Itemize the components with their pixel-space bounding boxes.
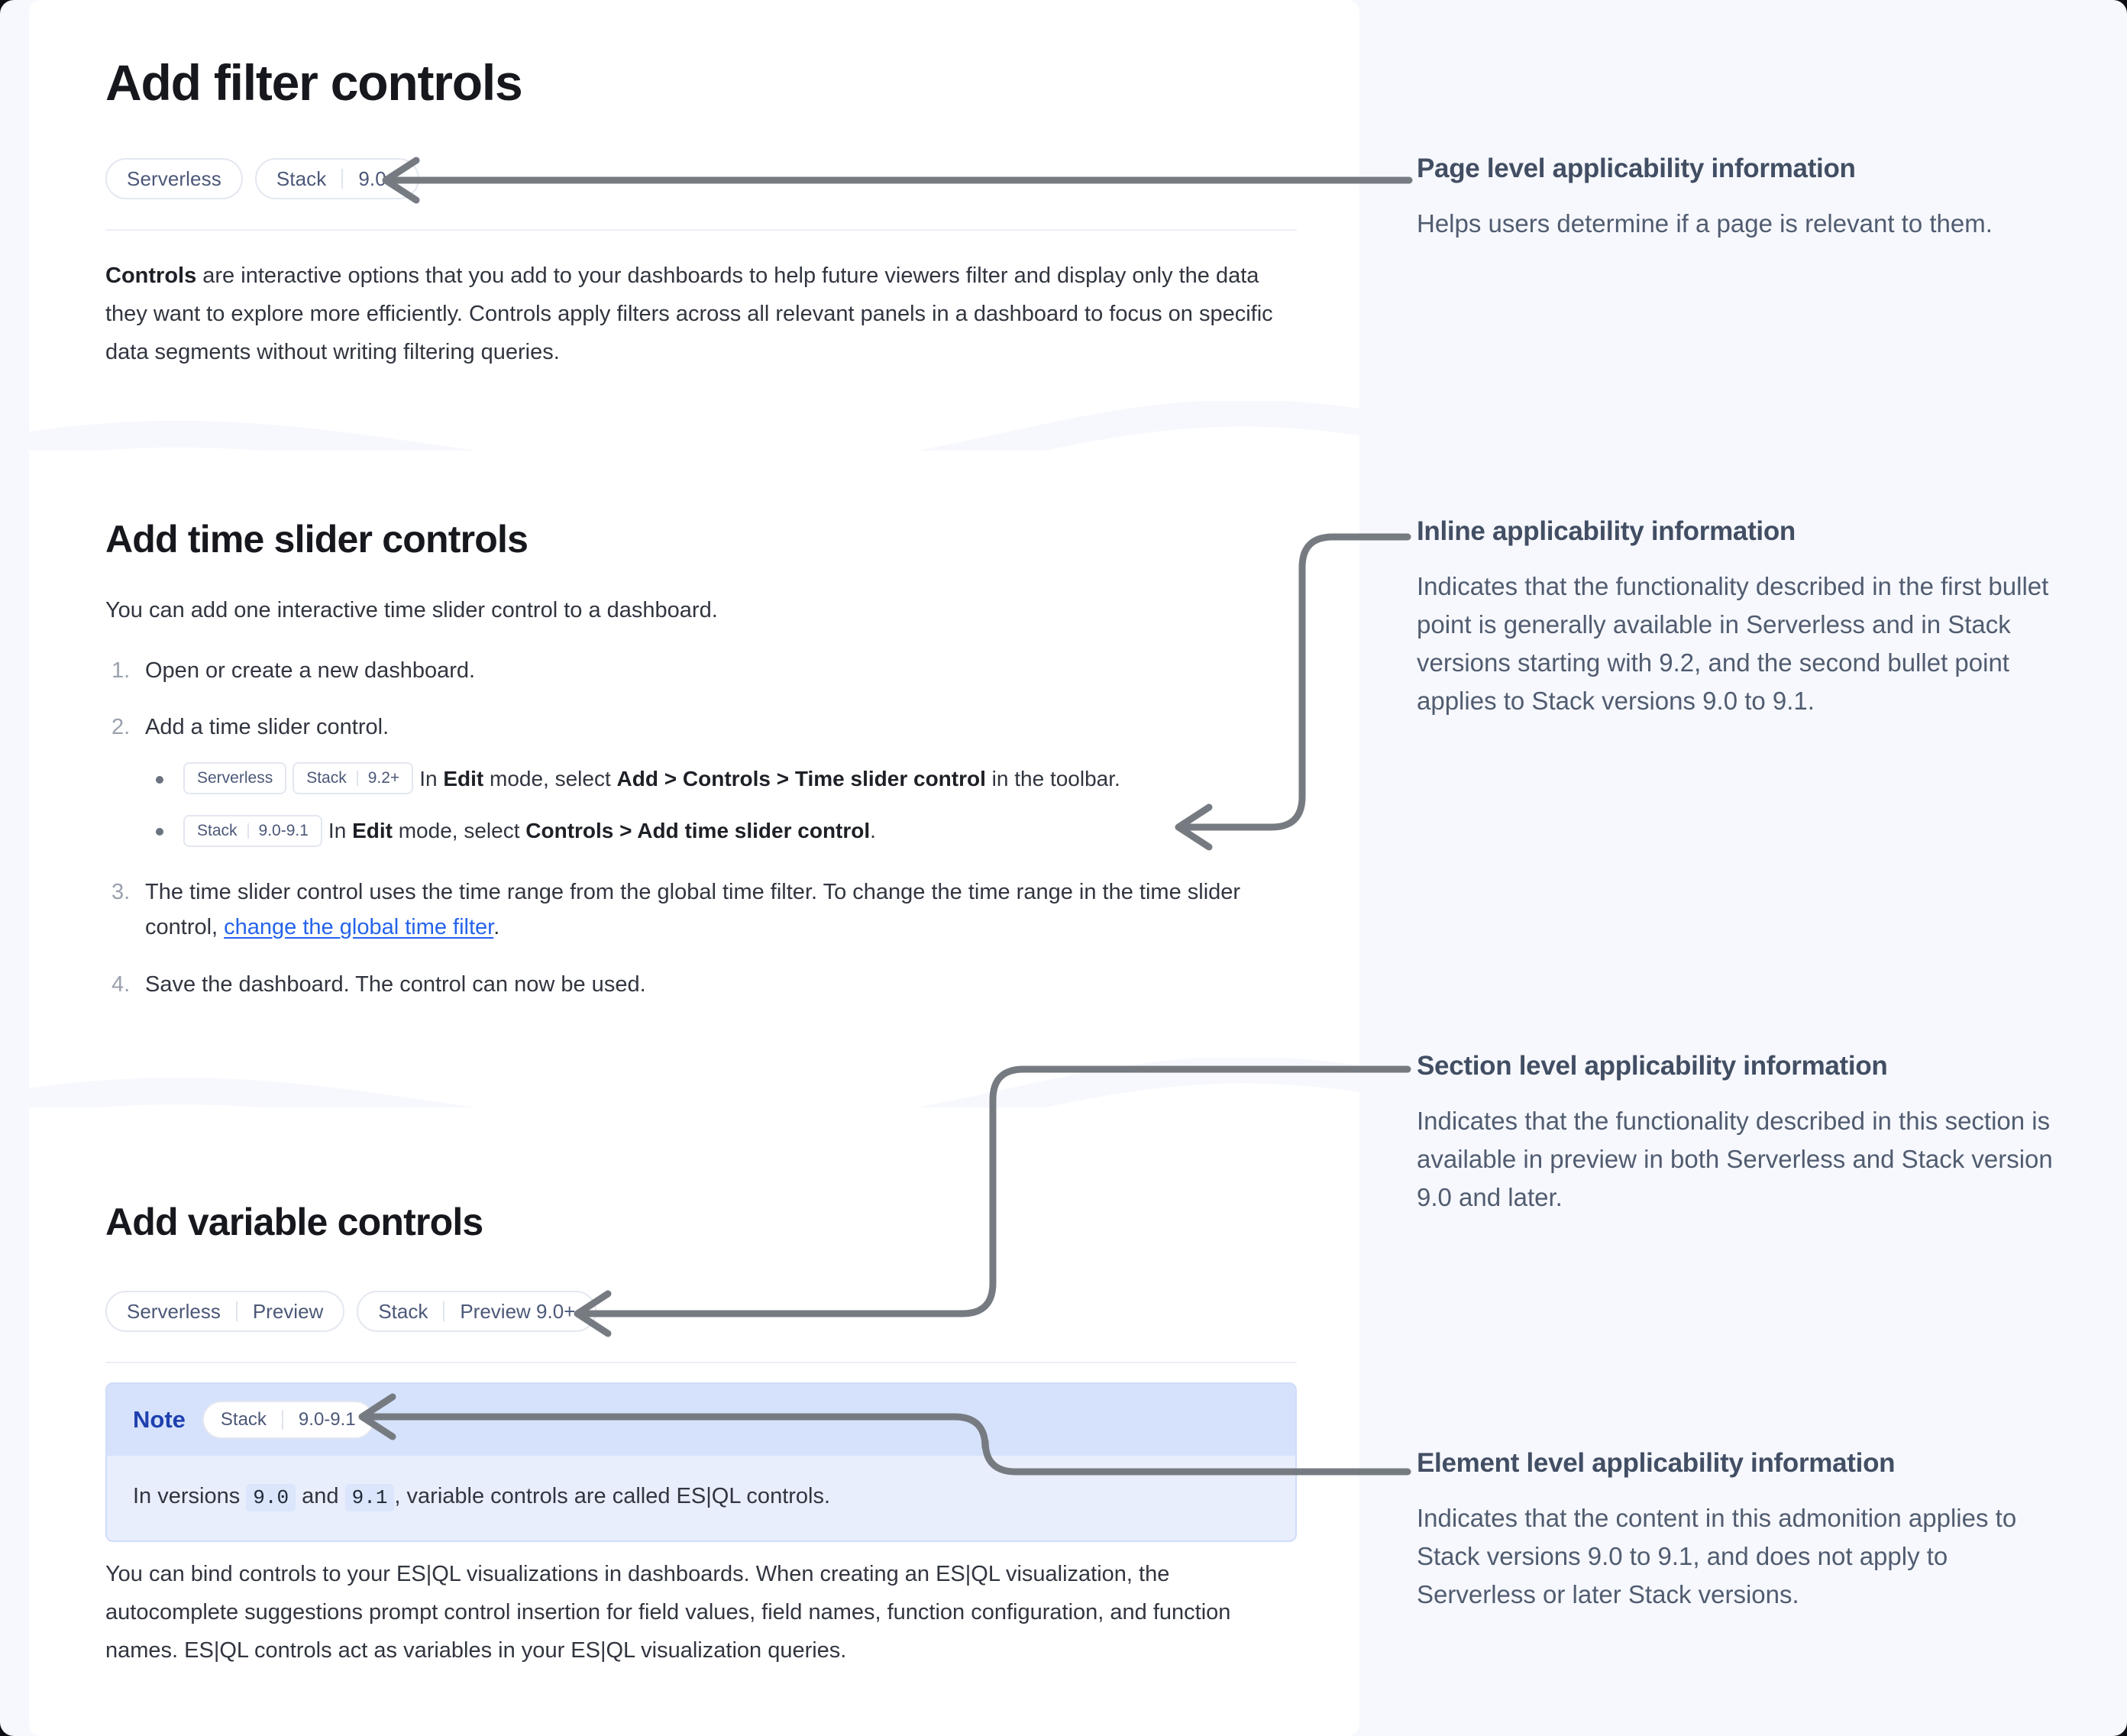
wave-divider-1 [29, 378, 1359, 477]
bullet-text-pre: In [419, 766, 444, 790]
badge-separator [356, 771, 358, 787]
note-body: In versions 9.0 and 9.1, variable contro… [107, 1456, 1295, 1540]
bullet-text-tail: in the toolbar. [985, 766, 1120, 790]
step-text: Add a time slider control. [145, 715, 390, 740]
step-text: The time slider control uses the time ra… [145, 880, 1241, 940]
annotation-heading: Element level applicability information [1417, 1448, 1896, 1478]
badge-serverless[interactable]: Serverless [105, 158, 243, 199]
annotation-body: Indicates that the functionality describ… [1417, 1107, 2053, 1212]
annotation-body: Helps users determine if a page is relev… [1417, 209, 1993, 238]
badge-serverless-preview[interactable]: Serverless Preview [105, 1291, 345, 1332]
page-header: Add filter controls [105, 55, 1297, 111]
bullet-dot-icon [156, 775, 163, 784]
list-item: 4. Save the dashboard. The control can n… [105, 967, 1285, 1002]
intro-lead-term: Controls [105, 263, 197, 288]
wave-divider-2 [29, 1035, 1359, 1134]
annotation-heading: Section level applicability information [1417, 1051, 1888, 1081]
bullet-bold-edit: Edit [352, 819, 393, 843]
note-code-9-1: 9.1 [344, 1484, 395, 1511]
list-item: 3. The time slider control uses the time… [105, 874, 1285, 946]
step-text: Save the dashboard. The control can now … [145, 971, 646, 997]
section-title-time-slider: Add time slider controls [105, 518, 529, 561]
note-text-pre: In versions [133, 1484, 247, 1508]
annotation-page-level: Page level applicability information Hel… [1417, 153, 2062, 243]
badge-separator [247, 823, 249, 839]
time-slider-intro-text: You can add one interactive time slider … [105, 598, 718, 622]
time-slider-steps: 1. Open or create a new dashboard. 2. Ad… [105, 653, 1285, 1023]
badge-stack-preview[interactable]: Stack Preview 9.0+ [357, 1291, 597, 1332]
list-item: Stack 9.0-9.1 In Edit mode, select Contr… [145, 814, 1285, 849]
annotation-body: Indicates that the content in this admon… [1417, 1504, 2017, 1609]
badge-separator [341, 169, 344, 189]
step-text: Open or create a new dashboard. [145, 658, 476, 683]
bullet-bold-path: Add > Controls > Time slider control [616, 766, 986, 790]
annotation-element-level: Element level applicability information … [1417, 1447, 2062, 1614]
badge-stack[interactable]: Stack 9.0+ [254, 158, 420, 199]
variable-controls-paragraph: You can bind controls to your ES|QL visu… [105, 1556, 1274, 1670]
note-text-post: , variable controls are called ES|QL con… [394, 1484, 831, 1508]
note-text-mid: and [296, 1484, 345, 1508]
bullet-text-tail: . [870, 819, 876, 843]
note-badge-stack[interactable]: Stack 9.0-9.1 [202, 1401, 374, 1439]
note-code-9-0: 9.0 [246, 1484, 296, 1511]
documentation-column: Add filter controls Serverless Stack 9.0… [29, 0, 1359, 1736]
list-item: Serverless Stack 9.2+ In Edit mode, sele… [145, 762, 1285, 797]
section-variable-header: Add variable controls [105, 1201, 1297, 1243]
list-item: 2. Add a time slider control. Serverless… [105, 710, 1285, 849]
intro-paragraph: Controls are interactive options that yo… [105, 257, 1285, 372]
intro-rest: are interactive options that you add to … [105, 263, 1273, 364]
annotation-section-level: Section level applicability information … [1417, 1050, 2062, 1217]
header-divider [105, 229, 1297, 231]
bullet-bold-edit: Edit [443, 766, 484, 790]
step-number: 4. [112, 971, 131, 997]
bullet-bold-path: Controls > Add time slider control [525, 819, 871, 843]
bullet-text-mid: mode, select [483, 766, 617, 790]
variable-paragraph-text: You can bind controls to your ES|QL visu… [105, 1562, 1231, 1663]
section-applicability-badges: Serverless Preview Stack Preview 9.0+ [105, 1291, 1297, 1332]
annotation-body: Indicates that the functionality describ… [1417, 572, 2049, 716]
page-title: Add filter controls [105, 54, 523, 111]
bullet-text-mid: mode, select [392, 819, 526, 843]
inline-badge-serverless[interactable]: Serverless [183, 762, 287, 795]
step-number: 1. [112, 658, 131, 683]
section-time-slider-header: Add time slider controls [105, 518, 1297, 561]
list-item: 1. Open or create a new dashboard. [105, 653, 1285, 688]
note-admonition: Note Stack 9.0-9.1 In versions 9.0 and 9… [105, 1382, 1297, 1542]
note-label: Note [133, 1406, 186, 1433]
bullet-dot-icon [156, 828, 163, 836]
step-number: 3. [112, 880, 131, 904]
badge-separator [281, 1410, 283, 1430]
inline-applicability-bullets: Serverless Stack 9.2+ In Edit mode, sele… [145, 762, 1285, 849]
step-text-tail: . [493, 915, 500, 940]
bullet-text-pre: In [328, 819, 353, 843]
badge-separator [235, 1301, 238, 1321]
annotation-heading: Inline applicability information [1417, 516, 1796, 546]
badge-separator [443, 1301, 445, 1321]
global-time-filter-link[interactable]: change the global time filter [224, 915, 494, 940]
section-title-variable: Add variable controls [105, 1201, 483, 1243]
note-header: Note Stack 9.0-9.1 [107, 1384, 1295, 1456]
inline-badge-stack[interactable]: Stack 9.2+ [293, 762, 414, 795]
step-number: 2. [112, 715, 131, 740]
section-time-slider-intro: You can add one interactive time slider … [105, 592, 1297, 630]
doc-card-intro [29, 0, 1359, 401]
annotation-heading: Page level applicability information [1417, 154, 1856, 183]
section-divider [105, 1362, 1297, 1363]
doc-card-time-slider [29, 451, 1359, 1058]
inline-badge-stack[interactable]: Stack 9.0-9.1 [183, 815, 322, 847]
page-applicability-badges: Serverless Stack 9.0+ [105, 158, 1297, 199]
annotation-inline-level: Inline applicability information Indicat… [1417, 516, 2062, 721]
